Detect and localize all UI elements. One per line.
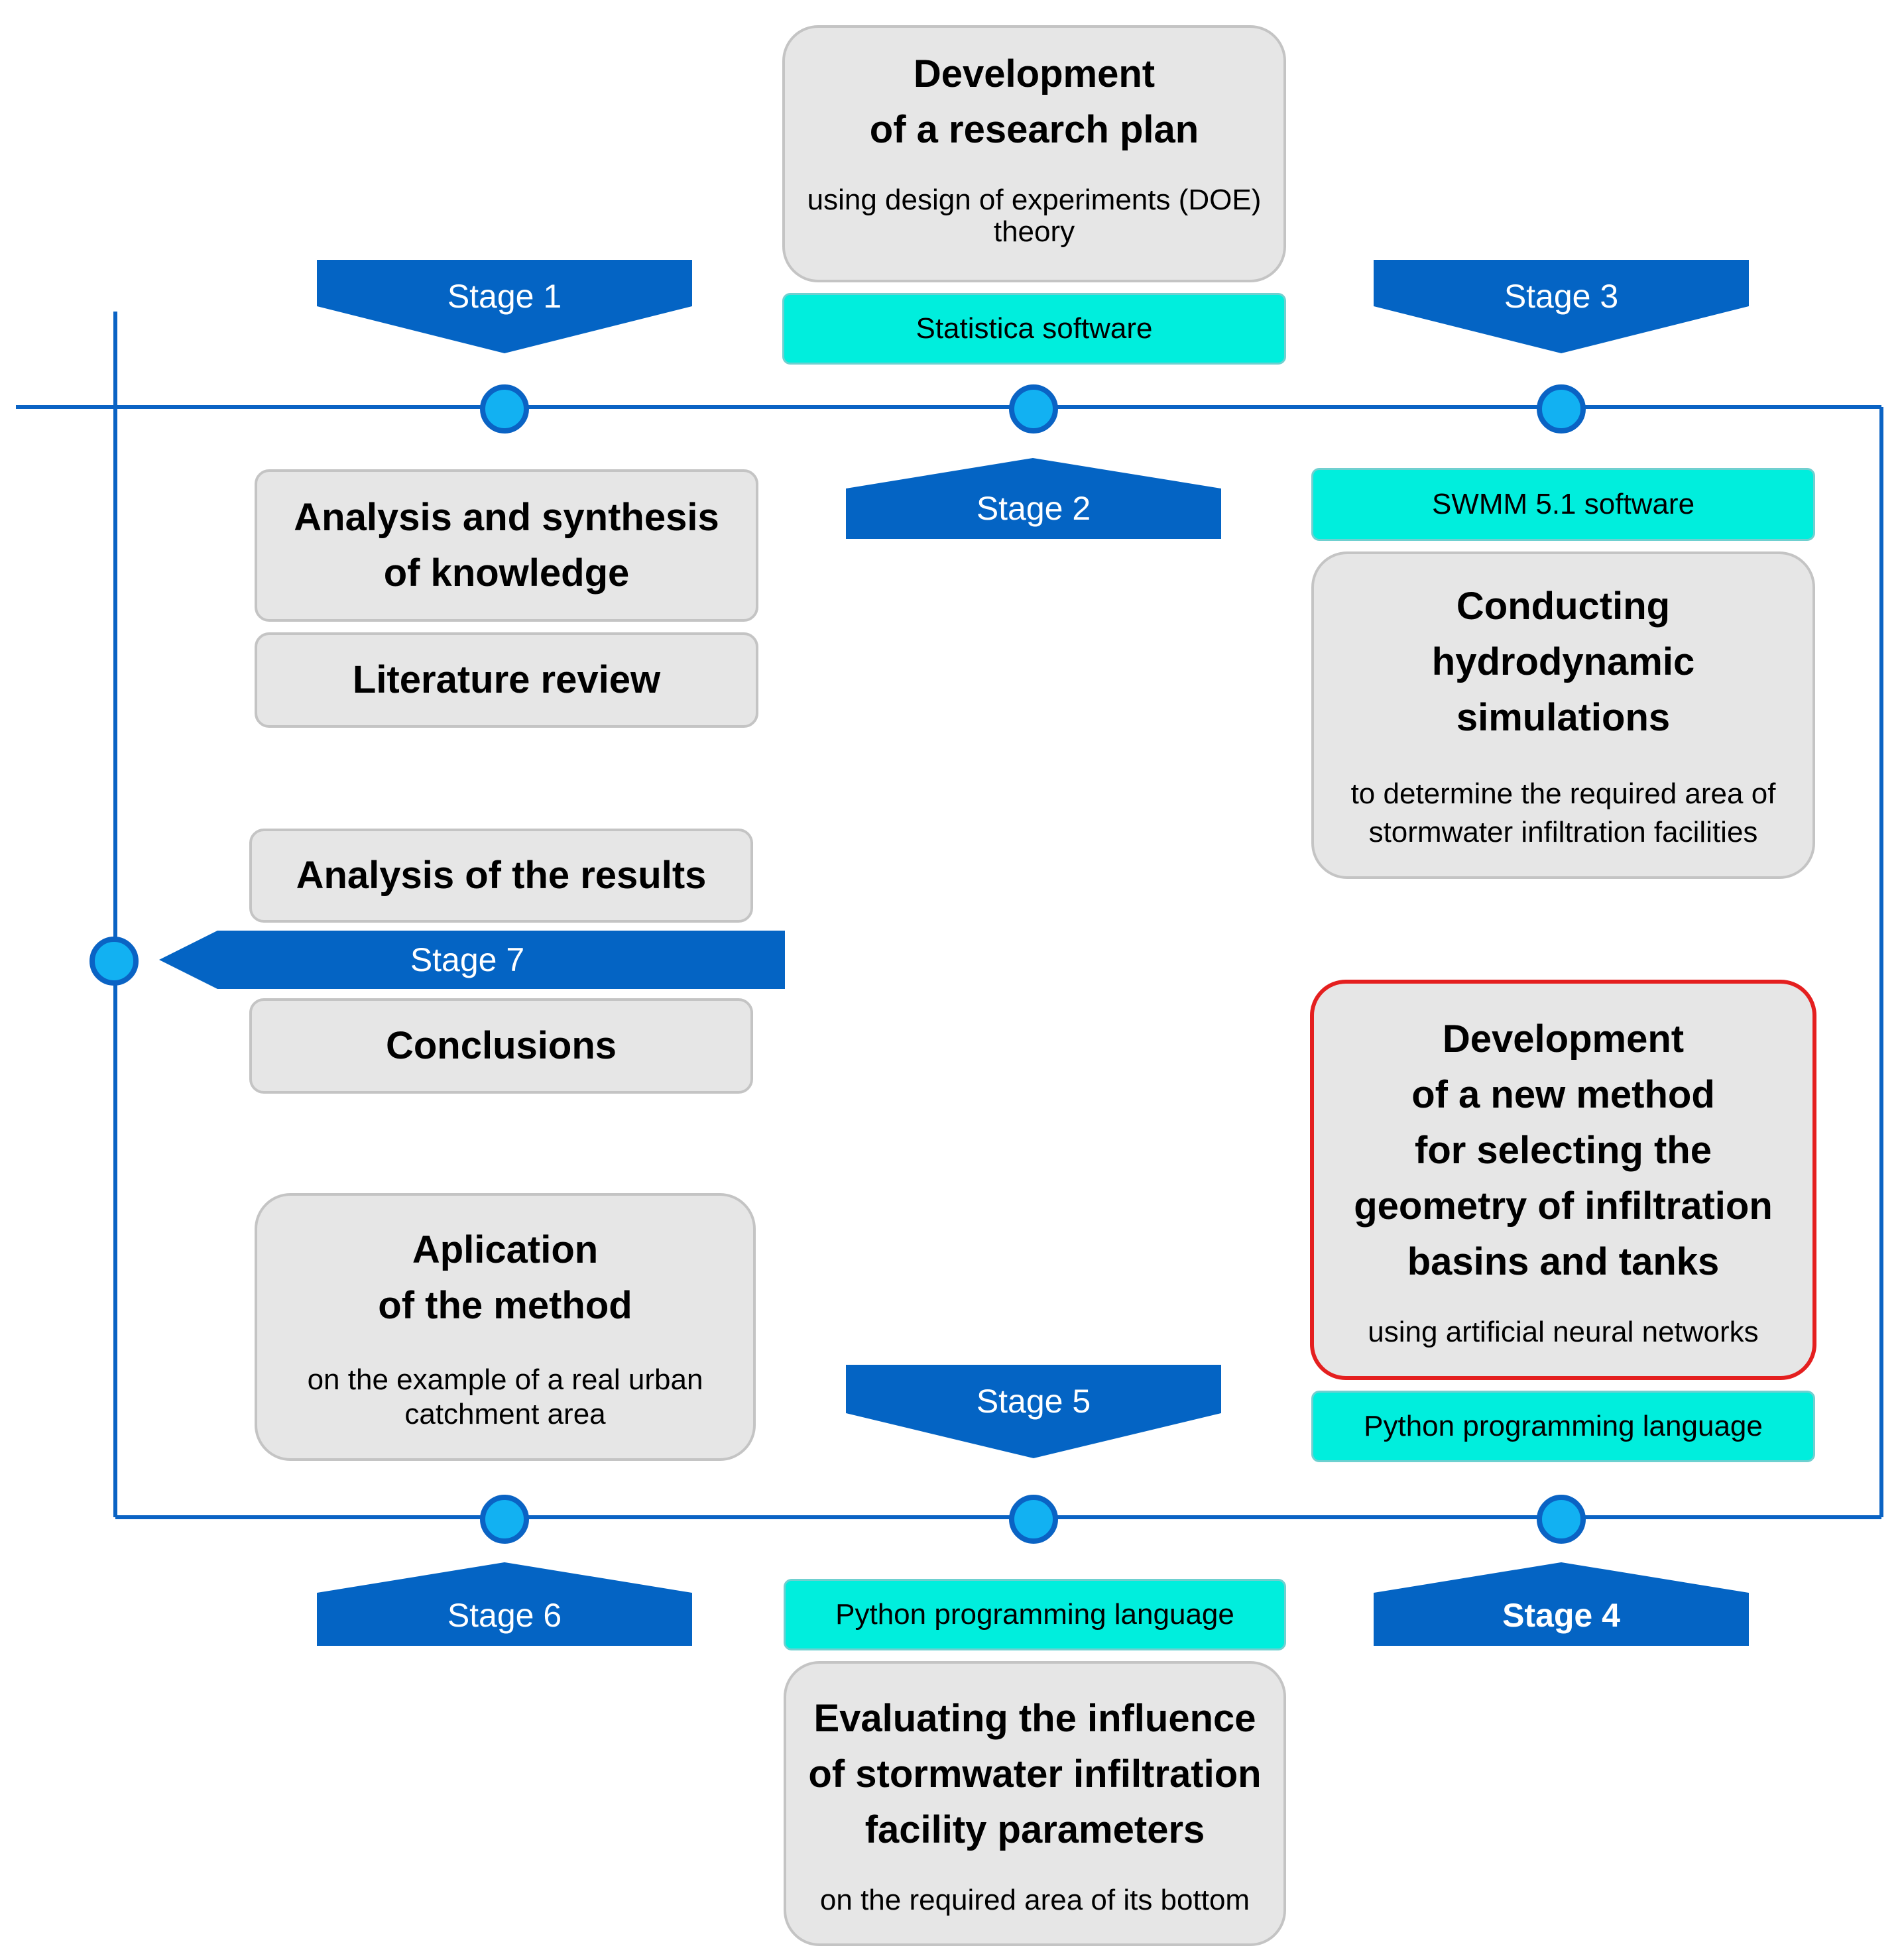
stage-6-node — [480, 1495, 529, 1544]
new-method-title: Development of a new method for selectin… — [1354, 1017, 1773, 1283]
conclusions-box: Conclusions — [249, 998, 753, 1094]
analysis-synthesis-title: Analysis and synthesis of knowledge — [294, 496, 719, 595]
application-box: Aplication of the method on the example … — [255, 1193, 756, 1461]
stage-5-arrow — [846, 1365, 1221, 1458]
stage-1-node — [480, 384, 529, 433]
analysis-synthesis-box: Analysis and synthesis of knowledge — [255, 469, 758, 622]
stage-2-arrow — [846, 458, 1221, 539]
stage-6-arrow — [317, 1562, 692, 1646]
hydrodynamic-simulations-subtitle: to determine the required area of stormw… — [1350, 778, 1776, 848]
research-plan-box: Development of a research plan using des… — [782, 25, 1286, 282]
stage-7-arrow — [159, 931, 785, 989]
stage-7-node — [89, 937, 139, 986]
stage-4-arrow — [1374, 1562, 1749, 1646]
application-title: Aplication of the method — [378, 1228, 632, 1327]
swmm-tool-tag: SWMM 5.1 software — [1311, 468, 1815, 541]
stage-3-node — [1537, 384, 1586, 433]
python-stage4-tool-tag: Python programming language — [1311, 1391, 1815, 1462]
hydrodynamic-simulations-title: Conducting hydrodynamic simulations — [1431, 585, 1695, 739]
literature-review-box: Literature review — [255, 632, 758, 728]
analysis-results-box: Analysis of the results — [249, 829, 753, 923]
new-method-box: Development of a new method for selectin… — [1310, 980, 1816, 1380]
research-plan-subtitle: using design of experiments (DOE) theory — [807, 184, 1262, 248]
research-plan-title: Development of a research plan — [869, 52, 1199, 151]
stage-4-node — [1537, 1495, 1586, 1544]
stage-2-node — [1009, 384, 1058, 433]
evaluating-influence-title: Evaluating the influence of stormwater i… — [808, 1697, 1262, 1851]
hydrodynamic-simulations-box: Conducting hydrodynamic simulations to d… — [1311, 551, 1815, 879]
literature-review-title: Literature review — [352, 658, 661, 701]
stage-5-node — [1009, 1495, 1058, 1544]
analysis-results-title: Analysis of the results — [296, 854, 707, 897]
conclusions-title: Conclusions — [385, 1024, 617, 1067]
evaluating-influence-subtitle: on the required area of its bottom — [819, 1884, 1250, 1916]
stage-1-arrow — [317, 260, 692, 353]
python-stage5-tool-tag: Python programming language — [784, 1579, 1286, 1650]
evaluating-influence-box: Evaluating the influence of stormwater i… — [784, 1661, 1286, 1946]
stage-3-arrow — [1374, 260, 1749, 353]
statistica-tool-tag: Statistica software — [782, 293, 1286, 365]
application-subtitle: on the example of a real urban catchment… — [307, 1363, 703, 1430]
new-method-subtitle: using artificial neural networks — [1368, 1316, 1759, 1348]
